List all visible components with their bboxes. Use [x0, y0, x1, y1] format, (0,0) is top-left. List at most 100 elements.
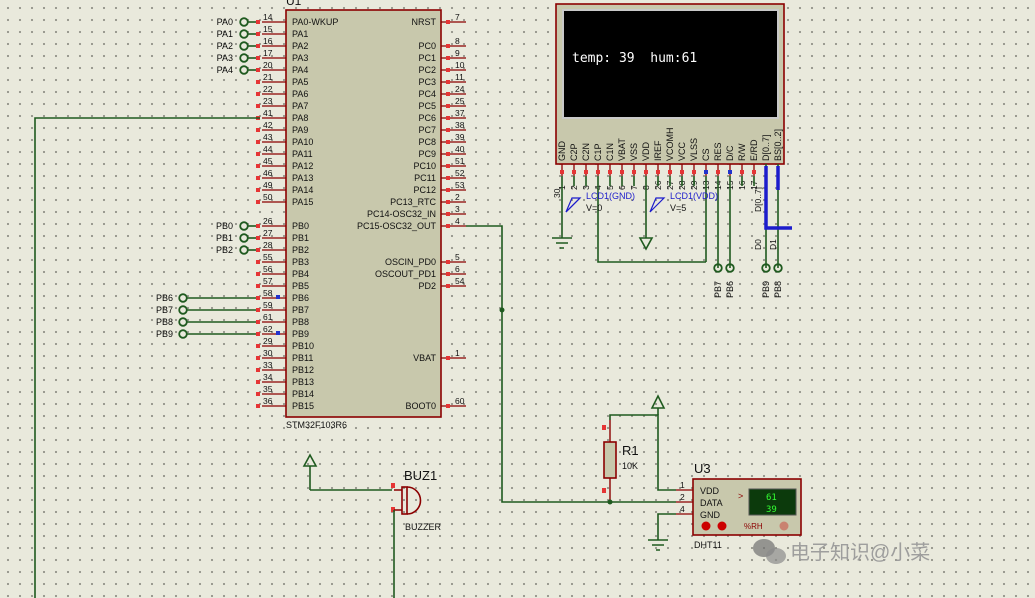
power-terminal-buzzer [302, 453, 392, 491]
bus-d0-label: D0 [753, 239, 763, 250]
mcu-pin-label: VBAT [413, 353, 436, 363]
wire-junction [499, 307, 505, 313]
mcu-pin-label: PA14 [292, 185, 313, 195]
mcu-pin-number: 44 [263, 144, 273, 154]
mcu-ref: U1 [286, 0, 302, 8]
mcu-pin-number: 17 [263, 48, 273, 58]
dht-pin-data: DATA [700, 498, 723, 508]
lcd-pin-label: C1P [593, 143, 603, 161]
net-terminal-label: PB9 [156, 329, 173, 339]
mcu-pin-number: 25 [455, 96, 465, 106]
mcu-pin-label: PA7 [292, 101, 308, 111]
mcu-pin-number: 62 [263, 324, 273, 334]
mcu-pin-label: PB0 [292, 221, 309, 231]
mcu-pin-number: 9 [455, 48, 460, 58]
mcu-pin-number: 59 [263, 300, 273, 310]
mcu-pin-number: 53 [455, 180, 465, 190]
mcu-pin-label: PC9 [418, 149, 436, 159]
net-terminal-label: PA3 [217, 53, 233, 63]
mcu-pin-label: PA8 [292, 113, 308, 123]
lcd-pin-label: VSS [629, 143, 639, 161]
lcd-pin-label: VCOMH [665, 128, 675, 162]
oled-display[interactable]: temp: 39 hum:61 GND1C2P2C2N3C1P4C1N5VBAT… [555, 3, 785, 190]
mcu-pin-label: PB4 [292, 269, 309, 279]
lcd-pin-label: D/C [725, 145, 735, 161]
mcu-pin-number: 43 [263, 132, 273, 142]
mcu-pin-number: 42 [263, 120, 273, 130]
dht11-sensor[interactable]: U3 1 2 4 VDD DATA GND > 61 39 %RH DHT11 [648, 461, 802, 551]
data-bus [764, 166, 792, 230]
mcu-pin-label: PB8 [292, 317, 309, 327]
mcu-pin-label: PC14-OSC32_IN [367, 209, 436, 219]
lcd-pin-label: IREF [653, 140, 663, 161]
mcu-pin-number: 51 [455, 156, 465, 166]
mcu-pin-number: 23 [263, 96, 273, 106]
mcu-pin-label: PC13_RTC [390, 197, 436, 207]
lcd-pin-label: R/W [737, 143, 747, 161]
resistor-body [603, 441, 617, 479]
mcu-pin-label: OSCIN_PD0 [385, 257, 436, 267]
dht-unit: %RH [744, 522, 763, 531]
dht-pin-vdd: VDD [700, 486, 720, 496]
net-terminal-label: PB6 [156, 293, 173, 303]
mcu-pin-label: PC3 [418, 77, 436, 87]
mcu-pin-label: PB14 [292, 389, 314, 399]
mcu-pin-label: PB10 [292, 341, 314, 351]
voltage-probe-vdd[interactable]: LCD1(VDD) V=5 [649, 191, 718, 213]
lcd-pin-label: C2N [581, 143, 591, 161]
mcu-pin-number: 20 [263, 60, 273, 70]
dht-button-up[interactable] [717, 521, 727, 531]
lcd-pin-label: C1N [605, 143, 615, 161]
mcu-pin-number: 52 [455, 168, 465, 178]
dht-temperature: 39 [766, 505, 777, 515]
mcu-pin-label: PB11 [292, 353, 313, 363]
lcd-net-label: PB8 [773, 281, 783, 298]
lcd-pin-label: VDD [641, 141, 651, 161]
mcu-right-pins: 7NRST8PC09PC110PC211PC324PC425PC537PC638… [357, 12, 466, 411]
lcd-pin-label: VLSS [689, 138, 699, 161]
watermark-text: 电子知识@小菜 [790, 541, 930, 564]
mcu-pin-number: 49 [263, 180, 273, 190]
voltage-probe-gnd[interactable]: LCD1(GND) V=0 [565, 191, 635, 213]
dht-mode-button[interactable] [779, 521, 789, 531]
buzzer[interactable]: BUZ1 BUZZER [391, 468, 442, 598]
mcu-pin-number: 22 [263, 84, 273, 94]
mcu-pin-number: 50 [263, 192, 273, 202]
dht-button-down[interactable] [701, 521, 711, 531]
net-terminal-label: PA1 [217, 29, 233, 39]
net-terminal-label: PA2 [217, 41, 233, 51]
mcu-pin-label: BOOT0 [405, 401, 436, 411]
net-terminal-label: PB7 [156, 305, 173, 315]
mcu-pin-label: PC12 [413, 185, 436, 195]
resistor-r1[interactable]: R1 10K [602, 394, 676, 505]
mcu-body [285, 9, 442, 418]
mcu-pin-number: 55 [263, 252, 273, 262]
mcu-pin-label: OSCOUT_PD1 [375, 269, 436, 279]
mcu-pin-label: PC7 [418, 125, 436, 135]
mcu-pin-number: 56 [263, 264, 273, 274]
mcu-pin-label: PC2 [418, 65, 436, 75]
mcu-pin-label: PC4 [418, 89, 436, 99]
mcu-pin-number: 38 [455, 120, 465, 130]
lcd-pin-label: GND [557, 141, 567, 162]
mcu-pin-number: 41 [263, 108, 273, 118]
mcu-pin-label: PB3 [292, 257, 309, 267]
mcu-pin-number: 58 [263, 288, 273, 298]
lcd-pin-number: 5 [605, 185, 615, 190]
dht-ground [648, 539, 668, 551]
r1-value: 10K [622, 461, 638, 471]
dht-lcd [748, 488, 797, 516]
mcu-pin-number: 7 [455, 12, 460, 22]
mcu-pin-label: PB7 [292, 305, 309, 315]
dht-arrow: > [738, 491, 743, 501]
net-terminal-label: PB8 [156, 317, 173, 327]
mcu-pin-number: 29 [263, 336, 273, 346]
lcd-pin-number: 7 [629, 185, 639, 190]
lcd-pin-label: CS [701, 148, 711, 161]
lcd-pin-label: RES [713, 142, 723, 161]
